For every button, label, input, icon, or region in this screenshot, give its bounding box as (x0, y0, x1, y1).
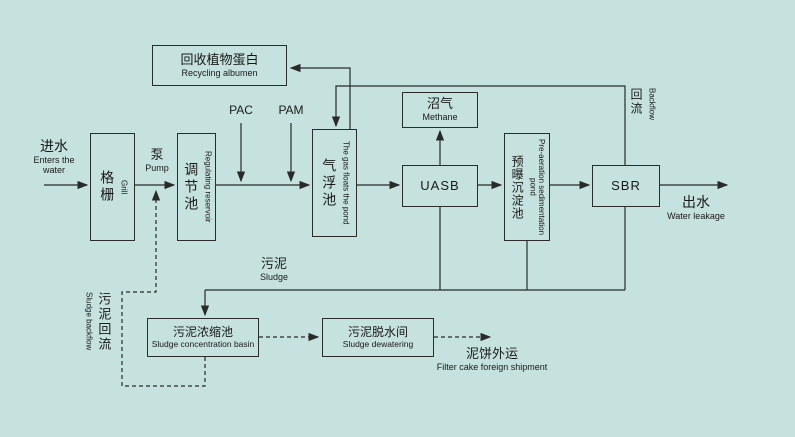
sludge-concentration-label-en: Sludge concentration basin (151, 338, 255, 349)
regulating-tank-label-zh: 调节池 (183, 161, 200, 213)
sludge-dewatering-label-en: Sludge dewatering (342, 338, 414, 349)
filter-cake-label-zh: 泥饼外运 (465, 346, 518, 361)
regulating-tank-label-en: Regulating reservoir (203, 151, 213, 223)
methane-box: 沼气 Methane (402, 92, 478, 128)
pam-label: PAM (278, 103, 304, 117)
flotation-tank-label-en: The gas floats the pond (341, 141, 351, 225)
pump-label-zh: 泵 (150, 147, 164, 162)
sludge-backflow-label-zh: 污泥回流 (96, 292, 112, 352)
regulating-tank-box: 调节池 Regulating reservoir (177, 133, 216, 241)
backflow-label-zh: 回流 (629, 88, 643, 116)
filter-cake-label: 泥饼外运 Filter cake foreign shipment (436, 346, 548, 372)
inflow-label: 进水 Enters the water (22, 138, 86, 175)
recycling-albumen-label-zh: 回收植物蛋白 (180, 51, 259, 67)
outflow-label-en: Water leakage (667, 210, 725, 221)
sludge-backflow-label-en: Sludge backflow (84, 292, 94, 351)
methane-label-zh: 沼气 (426, 96, 453, 112)
outflow-label-zh: 出水 (682, 194, 710, 210)
inflow-label-zh: 进水 (40, 138, 68, 154)
sludge-dewatering-box: 污泥脱水间 Sludge dewatering (322, 318, 434, 357)
sludge-concentration-label-zh: 污泥浓缩池 (172, 324, 233, 339)
filter-cake-label-en: Filter cake foreign shipment (436, 361, 548, 372)
sludge-concentration-box: 污泥浓缩池 Sludge concentration basin (147, 318, 259, 357)
sbr-box: SBR (592, 165, 660, 207)
backflow-label: 回流 Backflow (628, 88, 657, 148)
uasb-label: UASB (420, 177, 460, 193)
pre-sedimentation-box: 预曝沉淀池 Pre-aeration sedimentation pond (504, 133, 550, 241)
pre-sedimentation-label-en: Pre-aeration sedimentation pond (528, 138, 546, 236)
recycling-albumen-label-en: Recycling albumen (181, 67, 258, 78)
uasb-box: UASB (402, 165, 478, 207)
grill-label-zh: 格栅 (99, 170, 116, 204)
sbr-label: SBR (611, 177, 641, 193)
backflow-label-en: Backflow (647, 88, 657, 121)
sludge-dewatering-label-zh: 污泥脱水间 (347, 324, 408, 339)
methane-label-en: Methane (422, 112, 458, 123)
sludge-label-en: Sludge (259, 271, 289, 282)
sludge-backflow-label: Sludge backflow 污泥回流 (84, 292, 113, 392)
flotation-tank-box: 气浮池 The gas floats the pond (312, 129, 357, 237)
pump-label-en: Pump (145, 162, 169, 173)
pump-label: 泵 Pump (139, 147, 175, 173)
sludge-label-zh: 污泥 (260, 256, 287, 271)
grill-tank-box: 格栅 Grill (90, 133, 135, 241)
sludge-label: 污泥 Sludge (246, 256, 302, 282)
grill-label-en: Grill (119, 179, 129, 195)
flotation-tank-label-zh: 气浮池 (321, 157, 338, 209)
recycling-albumen-box: 回收植物蛋白 Recycling albumen (152, 45, 287, 86)
pre-sedimentation-label-zh: 预曝沉淀池 (510, 154, 525, 220)
outflow-label: 出水 Water leakage (656, 194, 736, 221)
inflow-label-en: Enters the water (33, 154, 75, 176)
pac-label: PAC (229, 103, 253, 117)
